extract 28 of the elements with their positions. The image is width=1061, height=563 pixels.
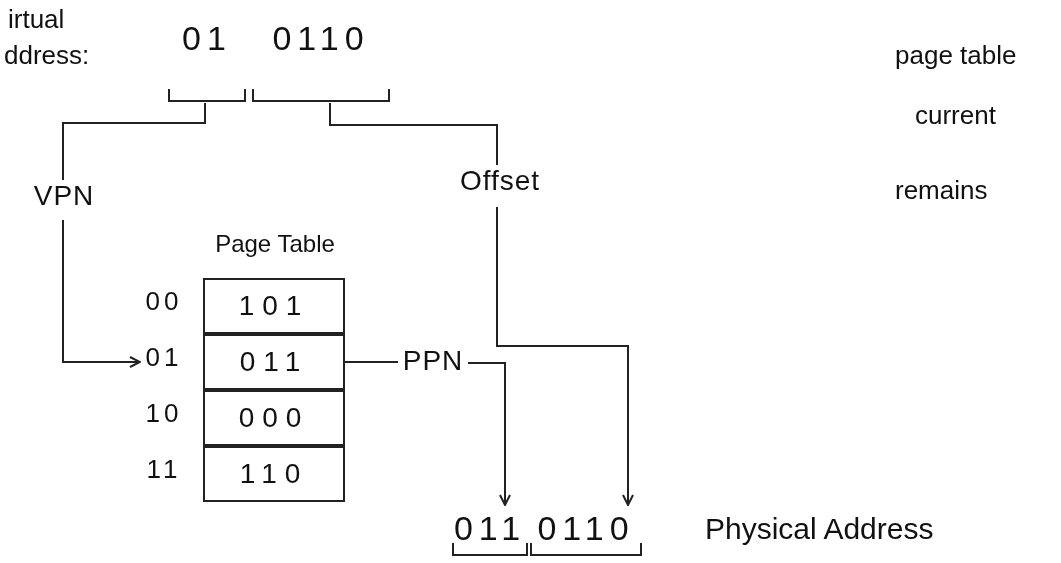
note-text: page table bbox=[895, 40, 1017, 71]
note-text: Physical Address bbox=[705, 512, 934, 546]
binary-digits: 0110 bbox=[536, 509, 636, 548]
binary-digits: 0110 bbox=[271, 19, 371, 58]
field-label: Offset bbox=[452, 165, 548, 207]
table-cell: 110 bbox=[203, 446, 345, 502]
row-index: 11 bbox=[140, 454, 188, 494]
connector-line bbox=[62, 102, 206, 181]
connector-line bbox=[329, 102, 498, 166]
table-heading: Page Table bbox=[214, 230, 336, 258]
field-label: VPN bbox=[28, 180, 100, 220]
row-index: 10 bbox=[140, 398, 188, 438]
note-text: irtual bbox=[8, 4, 65, 35]
note-text: ddress: bbox=[4, 40, 90, 71]
connector-line bbox=[344, 361, 399, 363]
arrow bbox=[62, 219, 141, 368]
table-cell: 101 bbox=[203, 278, 345, 334]
binary-digits: 011 bbox=[452, 509, 528, 548]
note-text: current bbox=[915, 100, 996, 131]
table-cell: 011 bbox=[203, 334, 345, 390]
arrow bbox=[496, 206, 634, 506]
arrow bbox=[467, 362, 511, 506]
note-text: remains bbox=[895, 175, 988, 206]
row-index: 01 bbox=[140, 342, 188, 382]
field-label: PPN bbox=[398, 345, 468, 381]
binary-digits: 01 bbox=[181, 19, 233, 58]
row-index: 00 bbox=[140, 286, 188, 326]
table-cell: 000 bbox=[203, 390, 345, 446]
